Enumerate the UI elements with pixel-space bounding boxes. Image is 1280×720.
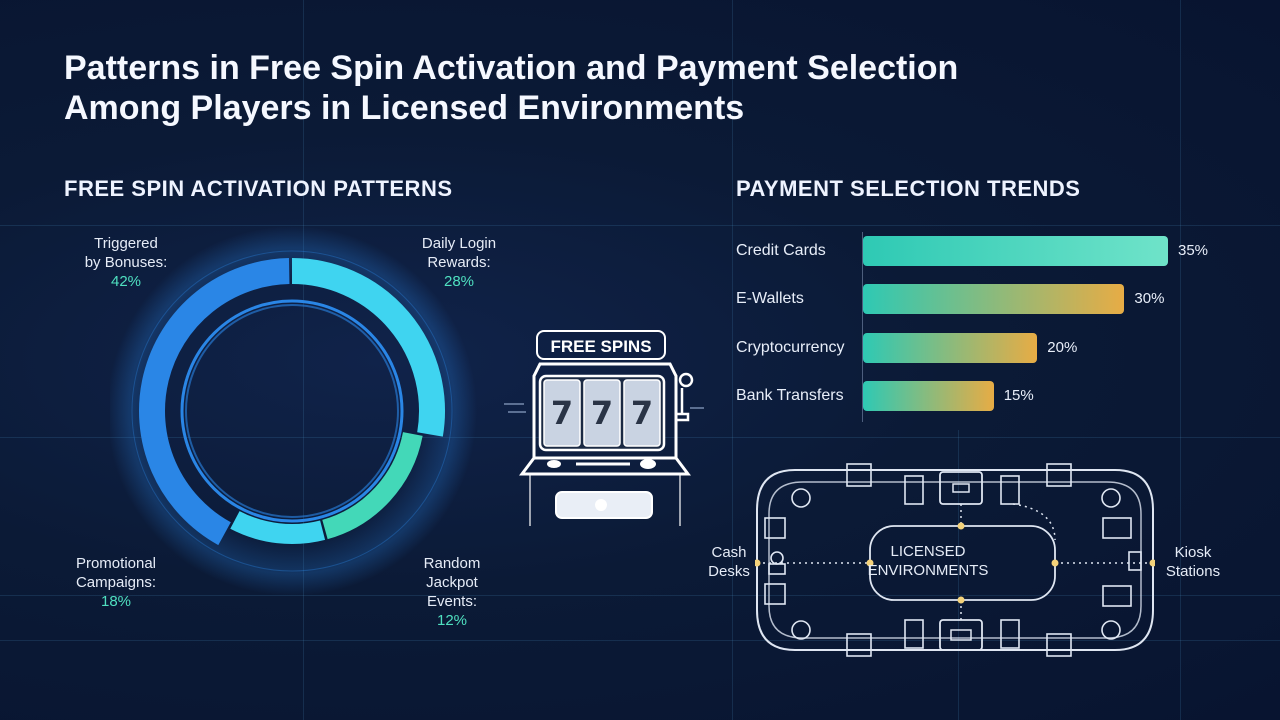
ring-label-text: Jackpot [426,574,478,591]
slot-reel [543,379,581,447]
ring-label-text: Random [423,555,481,572]
env-left-text: Desks [708,563,750,580]
bar-fill [863,236,1168,266]
bar-fill [863,333,1038,363]
reel-symbol: 7 [631,394,653,432]
bar-value-label: 20% [1047,339,1078,356]
free-spin-heading: FREE SPIN ACTIVATION PATTERNS [64,176,453,201]
ring-outline-outer [131,250,453,572]
grid-line [1180,0,1181,720]
bar-label: E-Wallets [736,290,804,307]
bar-row: Credit Cards 35% [736,236,1256,268]
bar-row: Cryptocurrency 20% [736,333,1256,365]
ring-label-pct: 28% [443,273,475,290]
page-title: Patterns in Free Spin Activation and Pay… [64,48,1164,128]
ring-label-pct: 12% [436,612,468,629]
ring-label-jackpot: Random Jackpot Events: 12% [402,554,502,630]
ring-label-text: by Bonuses: [84,254,168,271]
bar-value-label: 15% [1003,387,1034,404]
env-center-text: ENVIRONMENTS [867,562,989,579]
slot-reel [583,379,621,447]
ring-label-text: Triggered [94,235,158,252]
slot-reel [623,379,661,447]
bar-row: E-Wallets 30% [736,284,1256,316]
ring-label-pct: 18% [100,593,132,610]
free-spin-ring-chart [110,226,477,596]
ring-label-text: Daily Login [421,235,497,252]
bar-axis [862,232,863,422]
payment-heading: PAYMENT SELECTION TRENDS [736,176,1081,201]
bar-label: Cryptocurrency [736,339,845,356]
title-line: Among Players in Licensed Environments [64,89,745,127]
kiosk-stations-label: Kiosk Stations [1158,543,1228,581]
grid-line [732,0,733,720]
bar-fill [863,381,994,411]
ring-label-bonuses: Triggered by Bonuses: 42% [70,234,182,291]
env-right-text: Kiosk [1174,544,1212,561]
env-right-text: Stations [1165,563,1221,580]
ring-label-promotional: Promotional Campaigns: 18% [60,554,172,611]
env-center-text: LICENSED [890,543,966,560]
ring-segment-random-jackpot-events [230,510,326,544]
ring-inner-track [180,299,404,523]
free-spins-sign: FREE SPINS [536,330,666,360]
reel-symbol: 7 [591,394,613,432]
ring-segment-triggered-by-bonuses [139,258,290,546]
bar-label: Credit Cards [736,242,826,259]
ring-segment-promotional-campaigns [322,431,423,540]
reel-symbol: 7 [551,394,573,432]
bar-value-label: 30% [1134,290,1165,307]
ring-label-daily-login: Daily Login Rewards: 28% [400,234,518,291]
ring-label-text: Promotional [75,555,157,572]
grid-line [958,430,959,720]
grid-line [0,595,1280,596]
bar-label: Bank Transfers [736,387,844,404]
ring-label-text: Events: [426,593,478,610]
venue-floor-plan [755,463,1155,657]
bar-fill [863,284,1125,314]
grid-line [0,225,1280,226]
ring-outline-inner [185,304,399,518]
licensed-environments-label: LICENSED ENVIRONMENTS [858,542,998,580]
ring-label-text: Campaigns: [75,574,157,591]
ring-label-pct: 42% [110,273,142,290]
ring-label-text: Rewards: [427,254,491,271]
bar-value-label: 35% [1178,242,1209,259]
bar-row: Bank Transfers 15% [736,381,1256,413]
grid-line [0,640,1280,641]
title-line: Patterns in Free Spin Activation and Pay… [64,49,959,87]
env-left-text: Cash [711,544,747,561]
cash-desks-label: Cash Desks [700,543,758,581]
ring-segment-daily-login-rewards [291,258,445,437]
